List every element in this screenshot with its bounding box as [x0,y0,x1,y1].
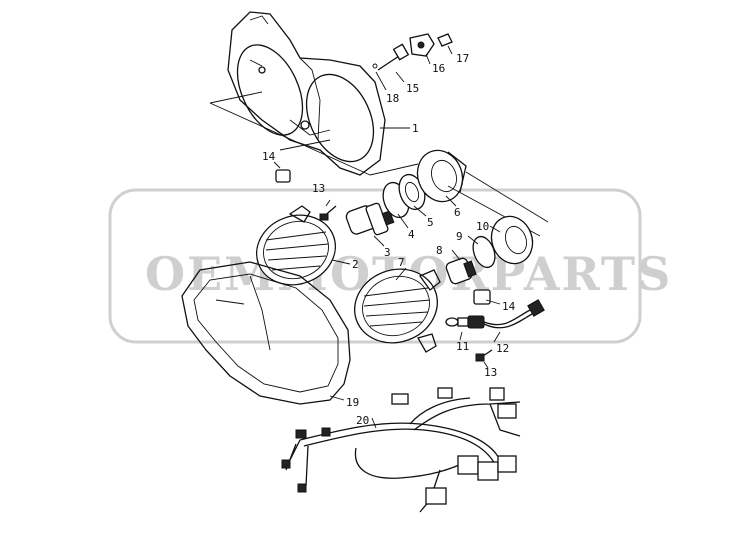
callout-19: 19 [346,396,359,409]
part-wire-harness [281,387,521,513]
callout-4: 4 [408,228,415,241]
part-adjuster-nut [409,33,435,57]
callout-15: 15 [406,82,419,95]
part-screw-upper [319,205,337,221]
part-bulb-cover-left [416,149,467,203]
callout-12: 12 [496,342,509,355]
callout-3: 3 [384,246,391,259]
callout-13-upper: 13 [312,182,325,195]
callout-17: 17 [456,52,469,65]
callout-11: 11 [456,340,469,353]
callout-1: 1 [412,122,419,135]
callout-5: 5 [427,216,434,229]
part-clip [437,33,453,47]
callout-8: 8 [436,244,443,257]
callout-16: 16 [432,62,445,75]
callout-13-lower: 13 [484,366,497,379]
part-spring-washer [372,63,378,69]
callout-18: 18 [386,92,399,105]
part-bulb-cover-right [490,215,534,265]
watermark-frame [108,188,642,344]
part-bulb-right [445,257,477,285]
part-screw-lower [475,349,493,362]
callout-10: 10 [476,220,489,233]
part-rubber-cap-lower [473,289,491,305]
part-adjuster-screw [377,43,410,71]
callout-14-lower: 14 [502,300,516,313]
leader-lines [273,45,501,429]
part-rubber-cap-upper [275,169,291,183]
part-position-socket-cord [467,299,545,329]
housing-plane-lines [209,91,419,176]
callout-6: 6 [454,206,461,219]
callout-2: 2 [352,258,359,271]
callout-7: 7 [398,256,405,269]
part-housing-bracket [227,11,386,176]
part-headlight-right [354,268,441,353]
callout-14-upper: 14 [262,150,276,163]
callout-20: 20 [356,414,369,427]
part-headlight-left [256,205,336,286]
part-position-bulb [445,317,469,327]
callout-9: 9 [456,230,463,243]
part-bulb-left [345,202,395,236]
part-headlight-rim [181,261,351,405]
